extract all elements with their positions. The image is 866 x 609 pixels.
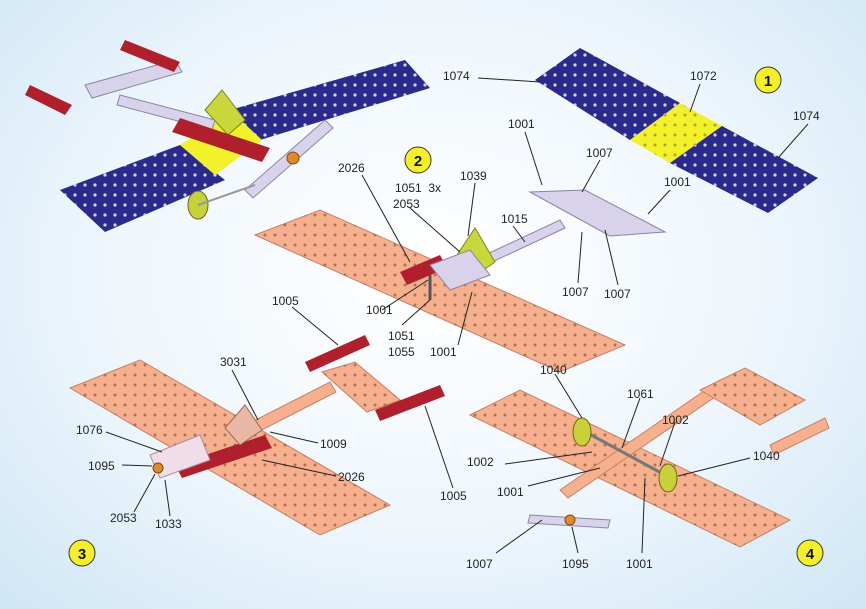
- label-s2-1039: 1039: [460, 169, 487, 183]
- step-3-assembly: [68, 335, 445, 536]
- completed-airplane: [25, 40, 430, 232]
- nose-red-strip: [172, 118, 270, 162]
- step4-axle: [581, 428, 666, 477]
- label-s4-1001-right: 1001: [626, 557, 653, 571]
- step4-wheel-left: [572, 417, 592, 447]
- label-s2-1015: 1015: [501, 212, 528, 226]
- propeller-hub: [286, 151, 300, 165]
- label-s3-1095: 1095: [88, 459, 115, 473]
- step2-tail-strip: [528, 189, 667, 237]
- tail-red-left: [25, 85, 72, 115]
- label-s3-1033: 1033: [155, 517, 182, 531]
- step-badge-4: 4: [796, 539, 824, 567]
- label-s2-1001-top: 1001: [508, 117, 535, 131]
- label-s2-1055: 1055: [388, 345, 415, 359]
- label-s4-1002-left: 1002: [467, 455, 494, 469]
- tail-boom: [116, 94, 216, 131]
- label-s2-1007-b1: 1007: [562, 285, 589, 299]
- step3-bracket: [224, 404, 263, 446]
- step3-hub: [152, 462, 164, 474]
- step-badge-2-circle: [404, 146, 432, 174]
- label-s2-1001-left: 1001: [366, 303, 393, 317]
- step4-hub: [564, 514, 576, 526]
- label-s4-1002-right: 1002: [662, 413, 689, 427]
- label-s1-1074-left: 1074: [443, 69, 470, 83]
- step-badge-3: 3: [68, 539, 96, 567]
- step-badge-1-number: 1: [764, 73, 772, 90]
- step3-tail-red-bottom: [375, 385, 445, 421]
- label-s3-1009: 1009: [320, 437, 347, 451]
- step4-tail-strip: [769, 417, 830, 456]
- part-labels: 1074 1072 1074 1001 1007 1001 2026 1039 …: [76, 69, 820, 571]
- step-badge-4-number: 4: [806, 546, 815, 563]
- label-s4-1061: 1061: [627, 387, 654, 401]
- label-s2-1001-bottom: 1001: [430, 345, 457, 359]
- label-s3-2026: 2026: [338, 470, 365, 484]
- step-badge-1: 1: [754, 66, 782, 94]
- label-s2-1001-right: 1001: [664, 175, 691, 189]
- step3-tail-red-top: [305, 335, 370, 372]
- leader-lines: [105, 77, 809, 554]
- label-s3-2053: 2053: [110, 511, 137, 525]
- tail-strip: [84, 59, 183, 99]
- step2-lilac-plate: [429, 249, 491, 291]
- tail-red-right: [120, 40, 180, 72]
- label-s4-1001-left: 1001: [497, 485, 524, 499]
- step-badge-4-circle: [796, 539, 824, 567]
- label-s2-1007-b2: 1007: [604, 287, 631, 301]
- step-2-assembly: [253, 189, 667, 373]
- step-badge-2-number: 2: [414, 153, 422, 170]
- step-badge-1-circle: [754, 66, 782, 94]
- label-s3-1005-bottom: 1005: [440, 489, 467, 503]
- label-s2-1051-3x: 1051 3x: [395, 181, 441, 195]
- label-s2-2026: 2026: [338, 161, 365, 175]
- label-s3-3031: 3031: [220, 355, 247, 369]
- cockpit-bracket: [204, 89, 246, 136]
- step-4-assembly: [468, 367, 830, 548]
- label-s4-1095: 1095: [562, 557, 589, 571]
- step-badge-2: 2: [404, 146, 432, 174]
- step-badge-3-circle: [68, 539, 96, 567]
- label-s1-1074-right: 1074: [793, 109, 820, 123]
- step4-wheel-right: [658, 463, 678, 493]
- label-s3-1005-top: 1005: [272, 294, 299, 308]
- label-s2-2053: 2053: [393, 197, 420, 211]
- label-s2-1051: 1051: [388, 329, 415, 343]
- label-s1-1072: 1072: [690, 69, 717, 83]
- label-s4-1040-right: 1040: [753, 449, 780, 463]
- step-badge-3-number: 3: [78, 546, 86, 563]
- label-s4-1007: 1007: [466, 557, 493, 571]
- label-s2-1007-top: 1007: [586, 146, 613, 160]
- step3-nose-red: [175, 435, 272, 478]
- label-s3-1076: 1076: [76, 423, 103, 437]
- label-s4-1040-left: 1040: [540, 363, 567, 377]
- step-1-assembly: [535, 48, 818, 213]
